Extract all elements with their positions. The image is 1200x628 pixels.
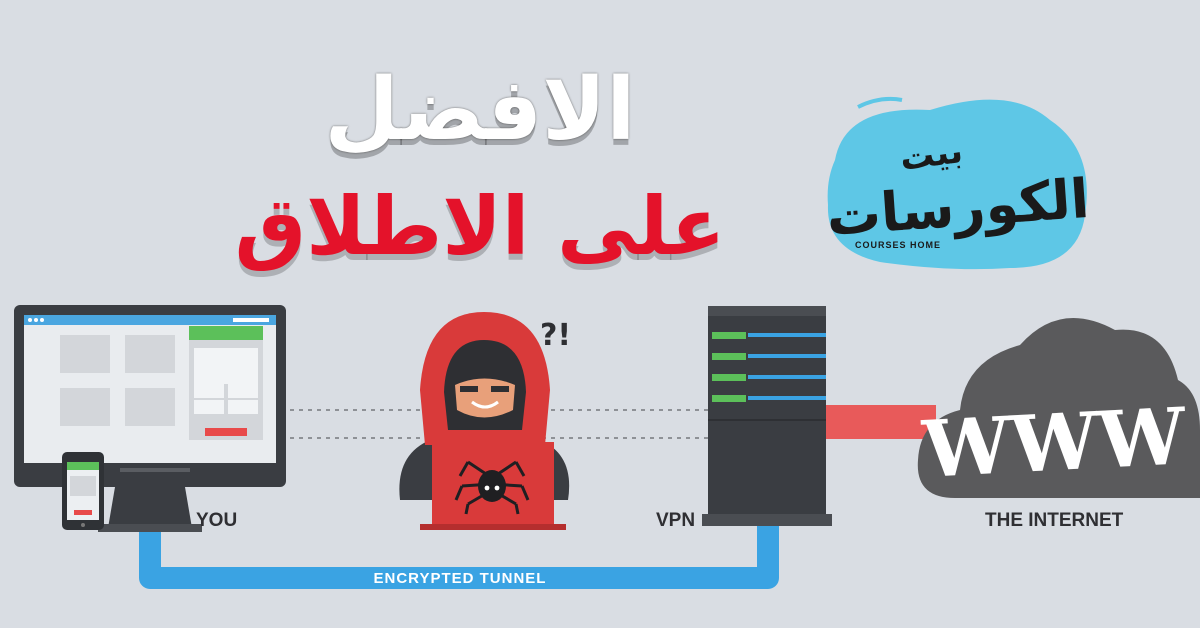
label-you: YOU [196,510,238,531]
encrypted-tunnel-path [139,520,779,589]
cloud-text: WWW [920,391,1190,496]
spider-eye-right [494,485,500,491]
logo-latin: COURSES HOME [855,240,941,250]
headline-line2: على الاطلاق [234,180,726,273]
desktop-monitor-icon [14,305,286,532]
spider-body [478,470,506,502]
vpn-internet-link [826,405,936,439]
label-internet: THE INTERNET [985,510,1124,531]
hacker-question-mark: ?! [540,318,571,353]
spider-eye-left [484,485,490,491]
headline-line1: الافضل [324,60,636,160]
label-vpn: VPN [656,510,696,531]
label-encrypted-tunnel: ENCRYPTED TUNNEL [373,570,547,587]
smartphone-icon [62,452,104,530]
server-rack-icon [702,306,832,526]
logo-top-word: بيت [898,131,966,179]
hacker-icon [399,312,570,530]
brand-logo [827,96,1087,270]
cloud-www-icon [917,318,1200,498]
